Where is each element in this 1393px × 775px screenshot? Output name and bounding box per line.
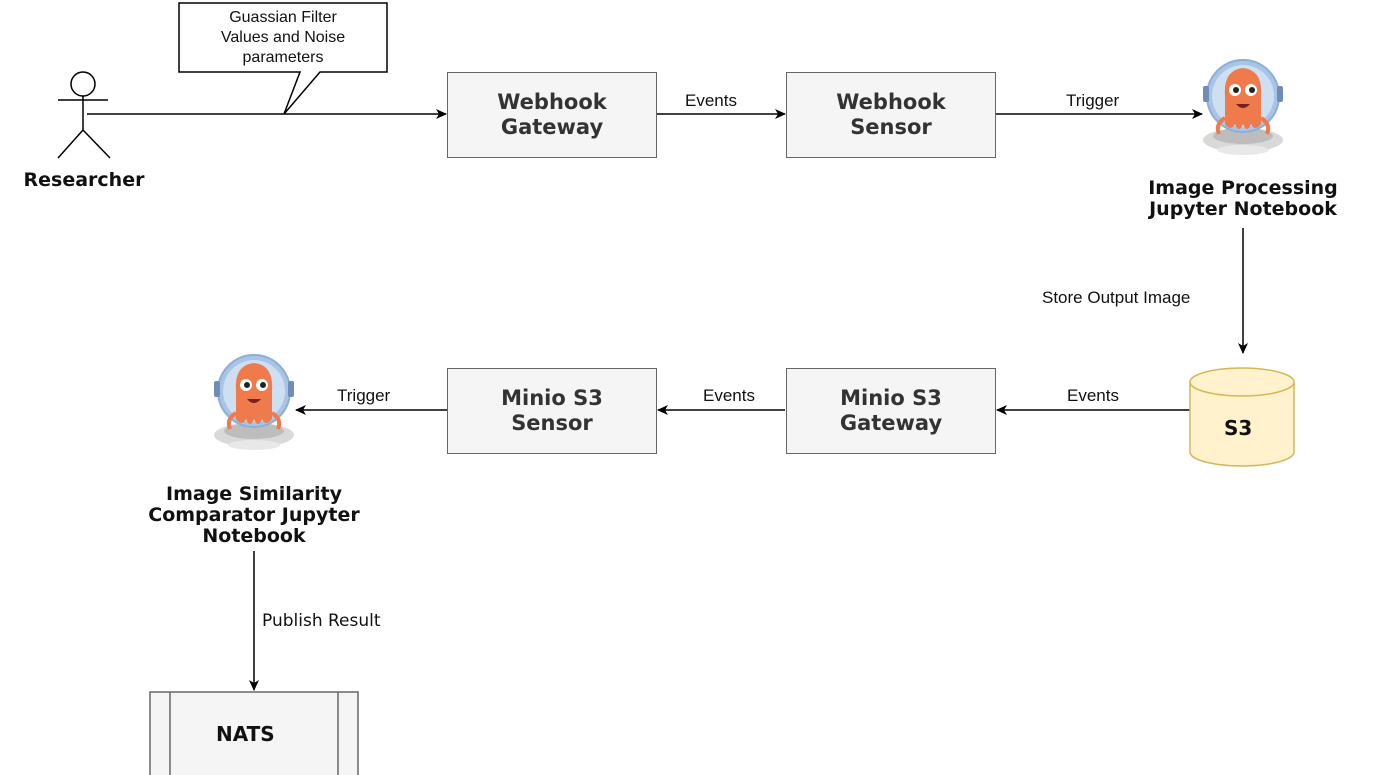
edge-label-trigger: Trigger: [337, 386, 391, 405]
edge-label-publish-result: Publish Result: [262, 611, 381, 631]
s3-label: S3: [1224, 416, 1253, 440]
nats-queue-shape: [149, 691, 359, 775]
edge-label-events: Events: [685, 91, 737, 110]
argo-mascot-icon: [212, 353, 296, 452]
s3-database-icon: [1189, 367, 1295, 467]
nats-label: NATS: [216, 722, 275, 746]
edge-label-trigger: Trigger: [1066, 91, 1120, 110]
researcher-label: Researcher: [23, 169, 145, 191]
researcher-actor-icon: [57, 71, 111, 159]
webhook-gateway-node[interactable]: Webhook Gateway: [447, 72, 657, 158]
edge-label-events: Events: [703, 386, 755, 405]
minio-s3-gateway-node[interactable]: Minio S3 Gateway: [786, 368, 996, 454]
edge-label-events: Events: [1067, 386, 1119, 405]
argo-mascot-icon: [1201, 58, 1285, 157]
edge-label-store-output: Store Output Image: [1042, 288, 1191, 307]
image-similarity-notebook-label: Image Similarity Comparator Jupyter Note…: [148, 483, 360, 547]
image-processing-notebook-label: Image Processing Jupyter Notebook: [1148, 177, 1338, 220]
minio-s3-sensor-node[interactable]: Minio S3 Sensor: [447, 368, 657, 454]
callout-shape: [178, 2, 388, 115]
webhook-sensor-node[interactable]: Webhook Sensor: [786, 72, 996, 158]
callout-text: Guassian Filter Values and Noise paramet…: [220, 9, 346, 66]
